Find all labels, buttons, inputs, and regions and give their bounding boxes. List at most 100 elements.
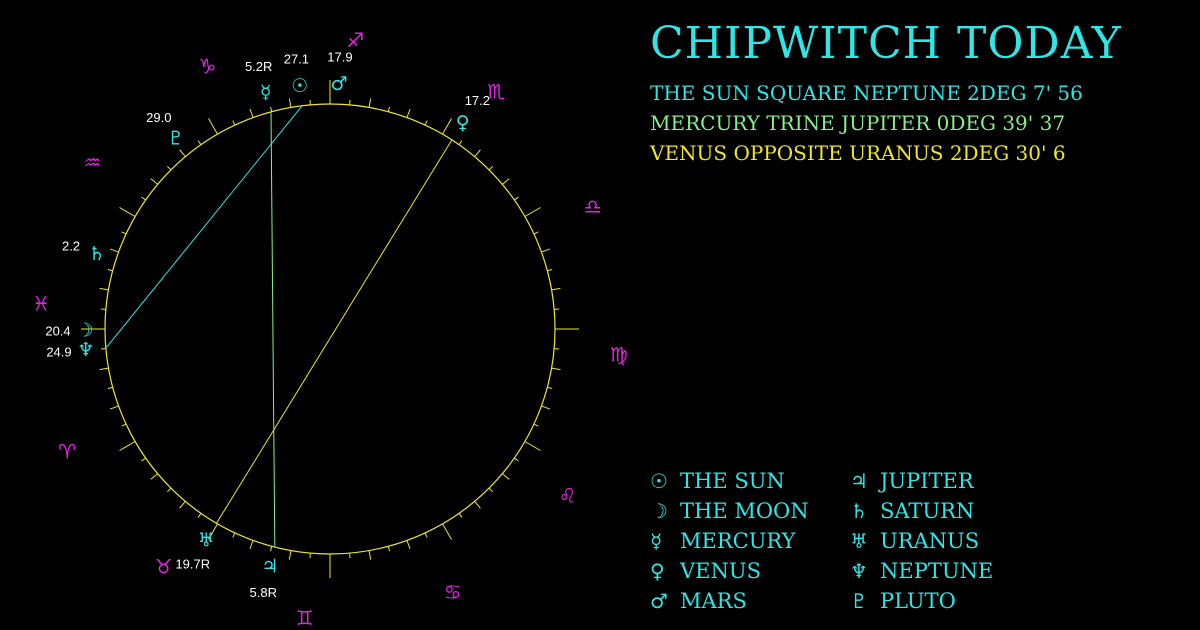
degree-tick xyxy=(179,149,186,157)
degree-tick xyxy=(269,106,273,112)
neptune-icon: ♆ xyxy=(77,339,94,361)
legend-label: MARS xyxy=(680,589,747,613)
aspect-line-mercury-jupiter xyxy=(270,111,276,548)
degree-tick xyxy=(107,268,113,272)
degree-tick xyxy=(368,98,372,108)
degree-tick xyxy=(99,287,109,291)
moon-icon: ☽ xyxy=(650,499,668,523)
degree-tick xyxy=(474,149,481,157)
legend-item-uranus: ♅ URANUS xyxy=(850,526,1050,556)
degree-tick xyxy=(533,231,539,235)
legend-item-venus: ♀ VENUS xyxy=(650,556,850,586)
legend-item-sun: ☉ THE SUN xyxy=(650,466,850,496)
legend-label: THE SUN xyxy=(680,469,785,493)
aspect-venus-uranus: VENUS OPPOSITE URANUS 2DEG 30' 6 xyxy=(650,141,1066,165)
legend-label: JUPITER xyxy=(880,469,974,493)
degree-ticks xyxy=(81,80,579,578)
degree-tick xyxy=(208,118,218,135)
degree-tick xyxy=(524,207,541,217)
mercury-icon: ☿ xyxy=(650,529,663,553)
legend-item-jupiter: ♃ JUPITER xyxy=(850,466,1050,496)
uranus-degree-label: 19.7R xyxy=(175,556,210,571)
mars-icon: ♂ xyxy=(650,589,668,613)
libra-icon: ♎ xyxy=(584,194,602,218)
degree-tick xyxy=(368,550,372,560)
legend-label: URANUS xyxy=(880,529,980,553)
degree-tick xyxy=(141,196,146,201)
degree-tick xyxy=(387,106,391,112)
degree-tick xyxy=(109,248,119,253)
aries-icon: ♈ xyxy=(58,440,76,464)
degree-tick xyxy=(406,540,411,550)
degree-tick xyxy=(541,405,551,410)
degree-tick xyxy=(551,367,561,371)
jupiter-icon: ♃ xyxy=(850,469,868,493)
aspect-list: THE SUN SQUARE NEPTUNE 2DEG 7' 56 MERCUR… xyxy=(650,78,1083,168)
degree-tick xyxy=(424,120,428,126)
legend-label: THE MOON xyxy=(680,499,809,523)
legend-item-neptune: ♆ NEPTUNE xyxy=(850,556,1050,586)
moon-degree-label: 20.4 xyxy=(45,323,70,338)
saturn-degree-label: 2.2 xyxy=(62,238,80,253)
aspect-sun-neptune: THE SUN SQUARE NEPTUNE 2DEG 7' 56 xyxy=(650,81,1083,105)
degree-tick xyxy=(232,120,236,126)
degree-tick xyxy=(502,178,510,185)
degree-tick xyxy=(387,546,391,552)
degree-tick xyxy=(121,231,127,235)
degree-tick xyxy=(249,108,254,118)
degree-tick xyxy=(514,196,519,201)
legend-label: VENUS xyxy=(680,559,761,583)
degree-tick xyxy=(99,367,109,371)
degree-tick xyxy=(424,532,428,538)
sun-icon: ☉ xyxy=(291,75,308,97)
natal-chart-wheel: ♈♉♊♋♌♍♎♏♐♑♒♓ ☉27.1♂17.9☿5.2R♇29.0♀17.2♄2… xyxy=(32,28,628,630)
neptune-icon: ♆ xyxy=(850,559,868,583)
degree-tick xyxy=(541,248,551,253)
mercury-icon: ☿ xyxy=(260,82,272,104)
aspect-line-sun-neptune xyxy=(105,105,303,349)
aspect-line-venus-uranus xyxy=(216,139,453,524)
capricorn-icon: ♑ xyxy=(198,54,216,78)
taurus-icon: ♉ xyxy=(155,555,173,579)
legend-label: SATURN xyxy=(880,499,975,523)
leo-icon: ♌ xyxy=(559,483,577,507)
degree-tick xyxy=(442,118,452,135)
sagittarius-icon: ♐ xyxy=(346,28,364,52)
legend-item-pluto: ♇ PLUTO xyxy=(850,586,1050,616)
planet-legend: ☉ THE SUN ♃ JUPITER ☽ THE MOON ♄ SATURN … xyxy=(650,466,1050,616)
degree-tick xyxy=(442,523,452,540)
degree-tick xyxy=(533,423,539,427)
degree-tick xyxy=(547,386,553,390)
moon-icon: ☽ xyxy=(76,320,93,342)
degree-tick xyxy=(502,473,510,480)
legend-item-mercury: ☿ MERCURY xyxy=(650,526,850,556)
mercury-degree-label: 5.2R xyxy=(245,59,272,74)
degree-tick xyxy=(288,98,292,108)
mars-degree-label: 17.9 xyxy=(327,50,352,65)
degree-tick xyxy=(167,166,172,171)
sun-degree-label: 27.1 xyxy=(284,52,309,67)
degree-tick xyxy=(197,513,202,518)
venus-icon: ♀ xyxy=(650,559,665,583)
mars-icon: ♂ xyxy=(330,73,347,95)
degree-tick xyxy=(141,457,146,462)
degree-tick xyxy=(232,532,236,538)
jupiter-degree-label: 5.8R xyxy=(250,585,277,600)
aspect-mercury-jupiter: MERCURY TRINE JUPITER 0DEG 39' 37 xyxy=(650,111,1066,135)
planet-markers: ☉27.1♂17.9☿5.2R♇29.0♀17.2♄2.2☽20.4♆24.9♃… xyxy=(45,50,490,601)
aquarius-icon: ♒ xyxy=(83,151,101,175)
degree-tick xyxy=(458,140,463,145)
sun-icon: ☉ xyxy=(650,469,668,493)
degree-tick xyxy=(458,513,463,518)
degree-tick xyxy=(524,441,541,451)
pluto-icon: ♇ xyxy=(850,589,868,613)
degree-tick xyxy=(288,550,292,560)
chart-circle xyxy=(104,103,556,555)
degree-tick xyxy=(547,268,553,272)
legend-label: MERCURY xyxy=(680,529,796,553)
venus-icon: ♀ xyxy=(456,112,470,134)
legend-item-mars: ♂ MARS xyxy=(650,586,850,616)
legend-item-moon: ☽ THE MOON xyxy=(650,496,850,526)
degree-tick xyxy=(197,140,202,145)
venus-degree-label: 17.2 xyxy=(465,93,490,108)
